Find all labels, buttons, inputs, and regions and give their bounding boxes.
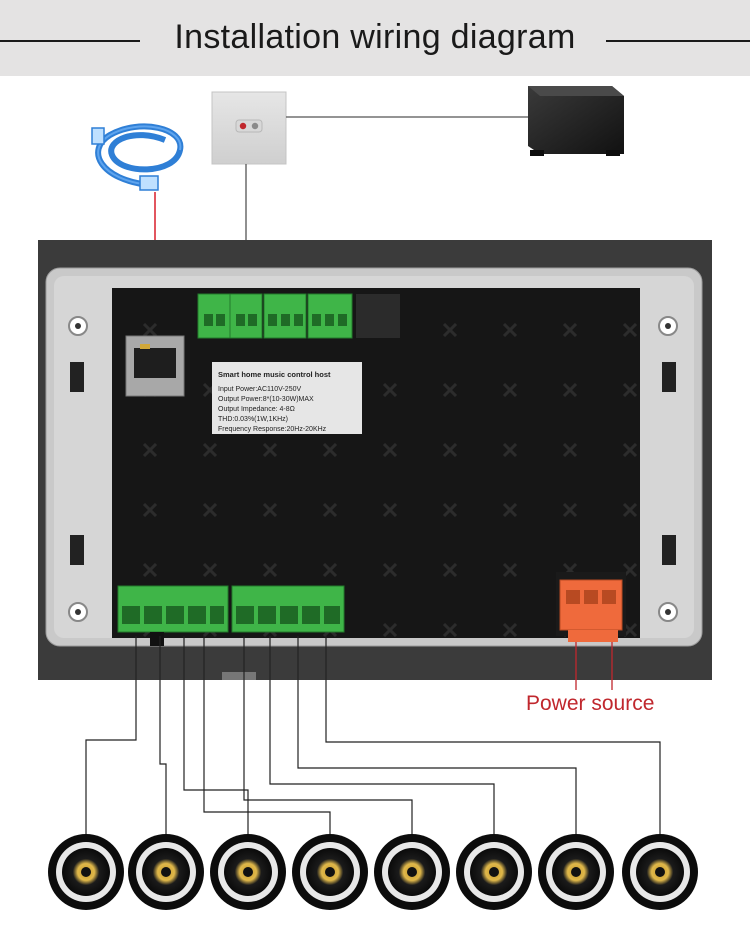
power-wires <box>575 642 613 690</box>
title-rule-right <box>606 40 750 42</box>
control-host-device <box>38 240 712 680</box>
spec-line-2: Output Power:8*(10-30W)MAX <box>218 396 314 403</box>
spec-label <box>212 362 362 434</box>
top-terminal-block <box>197 293 400 339</box>
speaker-icon <box>374 834 450 910</box>
spec-line-3: Output Impedance: 4-8Ω <box>218 406 295 413</box>
speaker-terminal-block <box>117 585 345 633</box>
speaker-icon <box>538 834 614 910</box>
spec-text: Smart home music control host Input Powe… <box>218 370 331 433</box>
title-rule-left <box>0 40 140 42</box>
ethernet-cable-icon <box>91 123 184 191</box>
speaker-icon <box>48 834 124 910</box>
page-title: Installation wiring diagram <box>174 18 576 56</box>
header-banner: Installation wiring diagram <box>0 0 750 76</box>
speaker-icon <box>622 834 698 910</box>
spec-line-1: Input Power:AC110V-250V <box>218 386 301 393</box>
power-terminal <box>556 572 626 642</box>
speaker-icon <box>128 834 204 910</box>
speaker-icon <box>210 834 286 910</box>
spec-line-5: Frequency Response:20Hz-20KHz <box>218 426 327 433</box>
power-source-label: Power source <box>526 692 655 715</box>
speaker-icon <box>456 834 532 910</box>
speaker-row <box>48 834 698 910</box>
spec-line-4: THD:0.03%(1W,1KHz) <box>218 416 288 423</box>
wall-socket-icon <box>211 91 287 165</box>
speaker-icon <box>292 834 368 910</box>
speaker-wires <box>85 636 661 840</box>
subwoofer-icon <box>528 86 624 156</box>
spec-heading: Smart home music control host <box>218 370 331 379</box>
